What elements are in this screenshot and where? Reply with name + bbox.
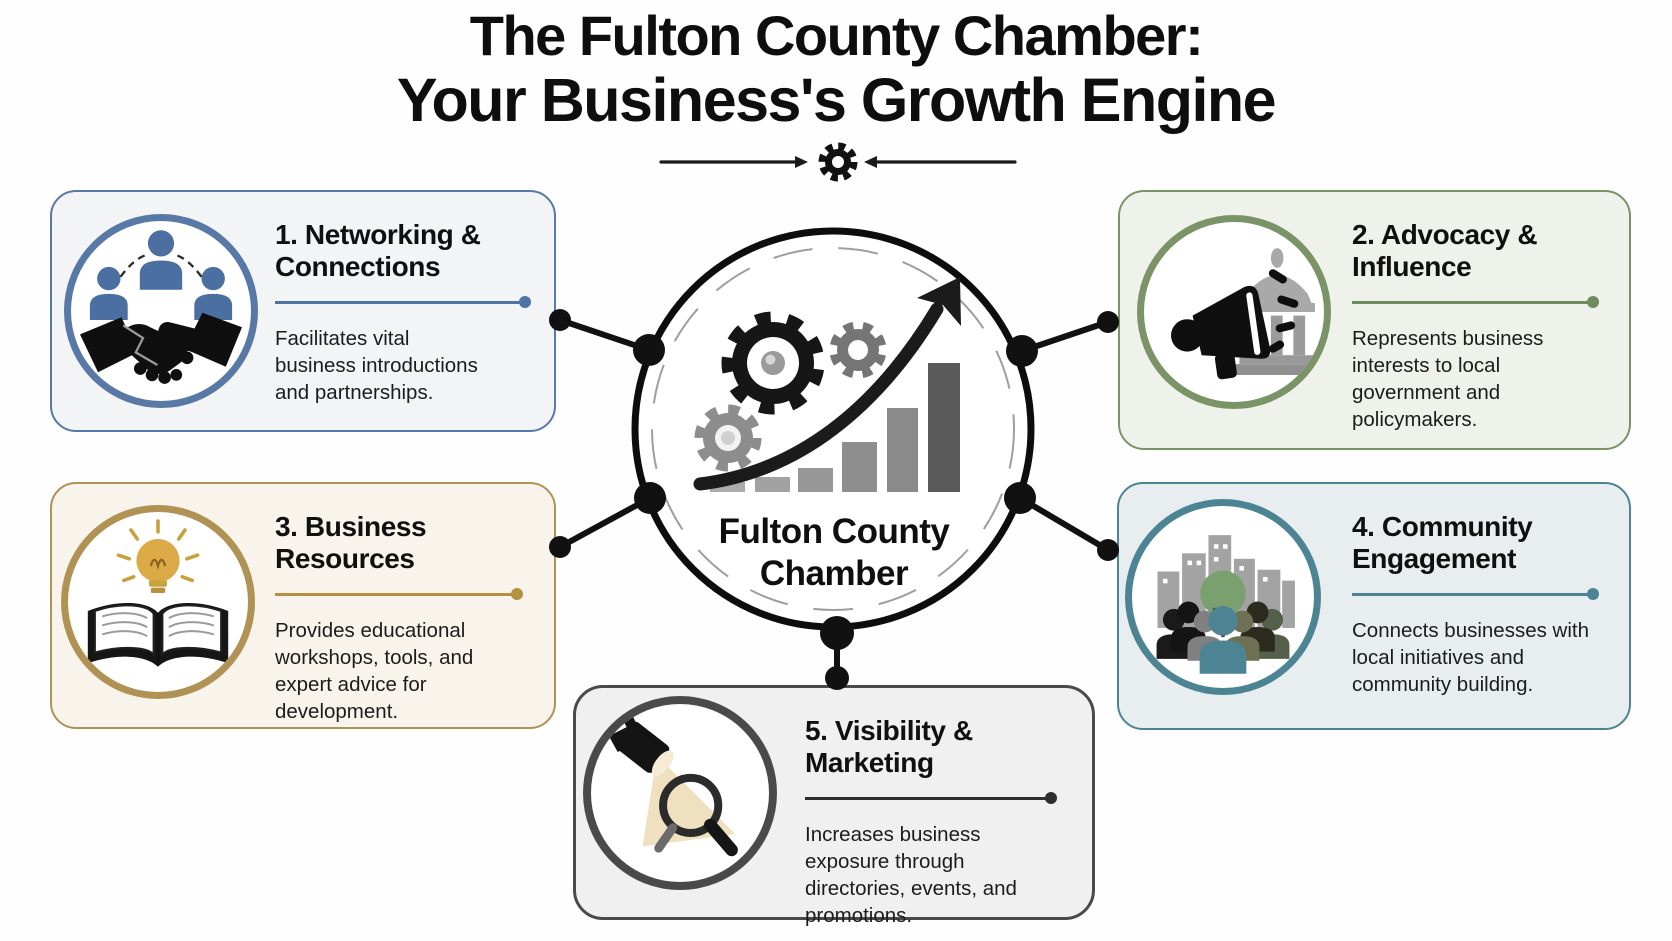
- accent-rule: [275, 588, 523, 601]
- accent-dot: [1587, 588, 1599, 601]
- bar-chart-icon: [710, 363, 960, 492]
- central-hub: Fulton County Chamber: [631, 227, 1035, 631]
- gears-icon: [694, 311, 887, 472]
- title-line-1: The Fulton County Chamber:: [469, 4, 1204, 67]
- hub-label-line-1: Fulton County: [719, 512, 951, 551]
- card-node-dot: [1097, 311, 1119, 333]
- accent-rule: [805, 792, 1057, 805]
- magnifier-icon: [654, 773, 738, 857]
- accent-rule: [275, 296, 531, 309]
- capitol-icon: [1234, 248, 1323, 375]
- card-description: Increases business exposure through dire…: [805, 822, 1017, 928]
- card-community: 4. Community Engagement Connects busines…: [1117, 482, 1631, 730]
- title-line-2: Your Business's Growth Engine: [396, 66, 1277, 134]
- accent-dot: [1045, 792, 1057, 805]
- page-title: The Fulton County Chamber: Your Business…: [0, 8, 1672, 131]
- dashed-ring: [651, 247, 1015, 611]
- card-resources: 3. Business Resources Provides education…: [50, 482, 556, 729]
- handshake-icon: [80, 312, 242, 384]
- growth-arrow-icon: [693, 277, 961, 491]
- title-divider: [659, 142, 1017, 182]
- accent-dot: [1587, 296, 1599, 309]
- open-book-icon: [87, 603, 229, 667]
- hub-label-line-2: Chamber: [760, 554, 909, 593]
- megaphone-icon: [1171, 269, 1299, 380]
- accent-rule: [1352, 588, 1599, 601]
- card-title: 4. Community Engagement: [1352, 511, 1533, 575]
- card-advocacy: 2. Advocacy & Influence Represents busin…: [1118, 190, 1631, 450]
- accent-dot: [511, 588, 523, 601]
- card-description: Provides educational workshops, tools, a…: [275, 618, 474, 724]
- spotlight-icon: [608, 714, 674, 776]
- book-lightbulb-icon: [61, 505, 255, 699]
- card-description: Connects businesses with local initiativ…: [1352, 618, 1590, 697]
- people-group-icon: [1156, 601, 1290, 674]
- card-title: 5. Visibility & Marketing: [805, 715, 973, 779]
- handshake-people-icon: [64, 214, 258, 408]
- card-networking: 1. Networking & Connections Facilitates …: [50, 190, 556, 432]
- lightbulb-icon: [116, 519, 200, 593]
- card-description: Represents business interests to local g…: [1352, 326, 1544, 432]
- spotlight-magnifier-icon: [583, 696, 777, 890]
- accent-rule: [1352, 296, 1599, 309]
- city-people-tree-icon: [1125, 499, 1321, 695]
- card-title: 1. Networking & Connections: [275, 219, 481, 283]
- card-title: 2. Advocacy & Influence: [1352, 219, 1538, 283]
- card-description: Facilitates vital business introductions…: [275, 326, 478, 405]
- card-title: 3. Business Resources: [275, 511, 427, 575]
- megaphone-capitol-icon: [1137, 215, 1331, 409]
- gear-icon: [818, 142, 858, 182]
- card-node-dot: [1097, 539, 1119, 561]
- card-visibility: 5. Visibility & Marketing Increases busi…: [573, 685, 1095, 927]
- accent-dot: [519, 296, 531, 309]
